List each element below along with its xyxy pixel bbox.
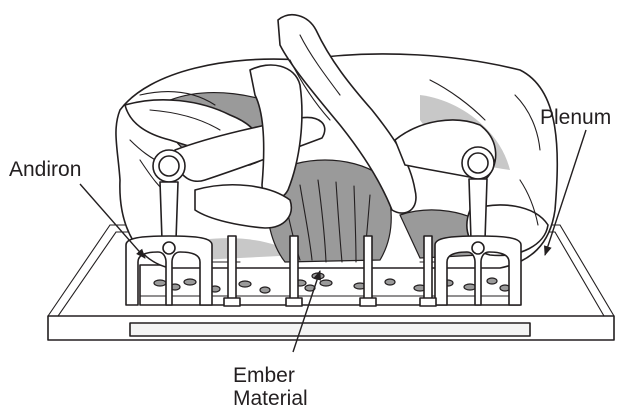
ember-bed xyxy=(140,265,520,305)
ember-label-line1: Ember xyxy=(233,364,295,388)
ember-label-line2: Material xyxy=(233,387,308,411)
plenum-label: Plenum xyxy=(540,106,611,130)
log-pile xyxy=(116,15,557,268)
andiron-label: Andiron xyxy=(9,158,81,182)
